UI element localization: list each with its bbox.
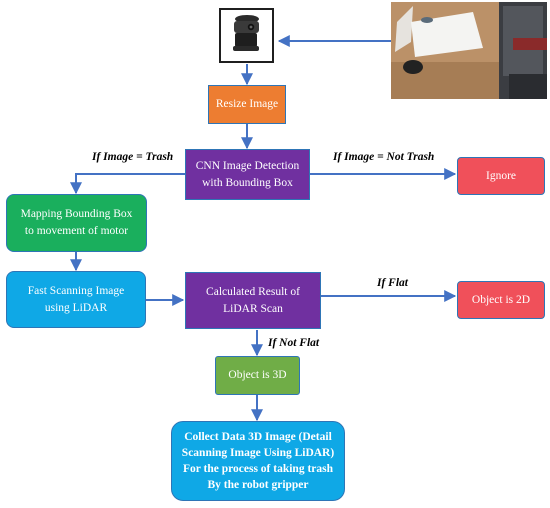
fast-scanning-node: Fast Scanning Image using LiDAR — [6, 271, 146, 328]
desk-scene-image — [391, 2, 547, 99]
object-2d-node: Object is 2D — [457, 281, 545, 319]
resize-image-node: Resize Image — [208, 85, 286, 124]
mapping-bounding-box-node: Mapping Bounding Box to movement of moto… — [6, 194, 147, 252]
cnn-detection-node: CNN Image Detection with Bounding Box — [185, 149, 310, 200]
edge-label-flat: If Flat — [377, 277, 408, 289]
edge-label-trash: If Image = Trash — [92, 151, 174, 163]
object-2d-label: Object is 2D — [471, 293, 531, 306]
desk-photo — [391, 2, 547, 99]
calculated-result-node: Calculated Result of LiDAR Scan — [185, 272, 321, 329]
ignore-node: Ignore — [457, 157, 545, 195]
webcam-icon — [233, 15, 259, 51]
collect-data-node: Collect Data 3D Image (Detail Scanning I… — [171, 421, 345, 501]
mapping-bounding-box-label: Mapping Bounding Box to movement of moto… — [20, 208, 133, 237]
webcam-image — [219, 8, 274, 63]
resize-image-label: Resize Image — [215, 98, 279, 110]
arrow-cnn-to-mapping — [70, 173, 185, 195]
fast-scanning-label: Fast Scanning Image using LiDAR — [27, 284, 125, 314]
collect-data-label: Collect Data 3D Image (Detail Scanning I… — [181, 431, 335, 491]
ignore-label: Ignore — [485, 169, 516, 182]
object-3d-node: Object is 3D — [215, 356, 300, 395]
calculated-result-label: Calculated Result of LiDAR Scan — [206, 285, 300, 315]
edge-label-not-flat: If Not Flat — [268, 337, 320, 349]
edge-label-not-trash: If Image = Not Trash — [333, 151, 435, 163]
cnn-detection-label: CNN Image Detection with Bounding Box — [195, 159, 300, 189]
object-3d-label: Object is 3D — [228, 369, 287, 381]
